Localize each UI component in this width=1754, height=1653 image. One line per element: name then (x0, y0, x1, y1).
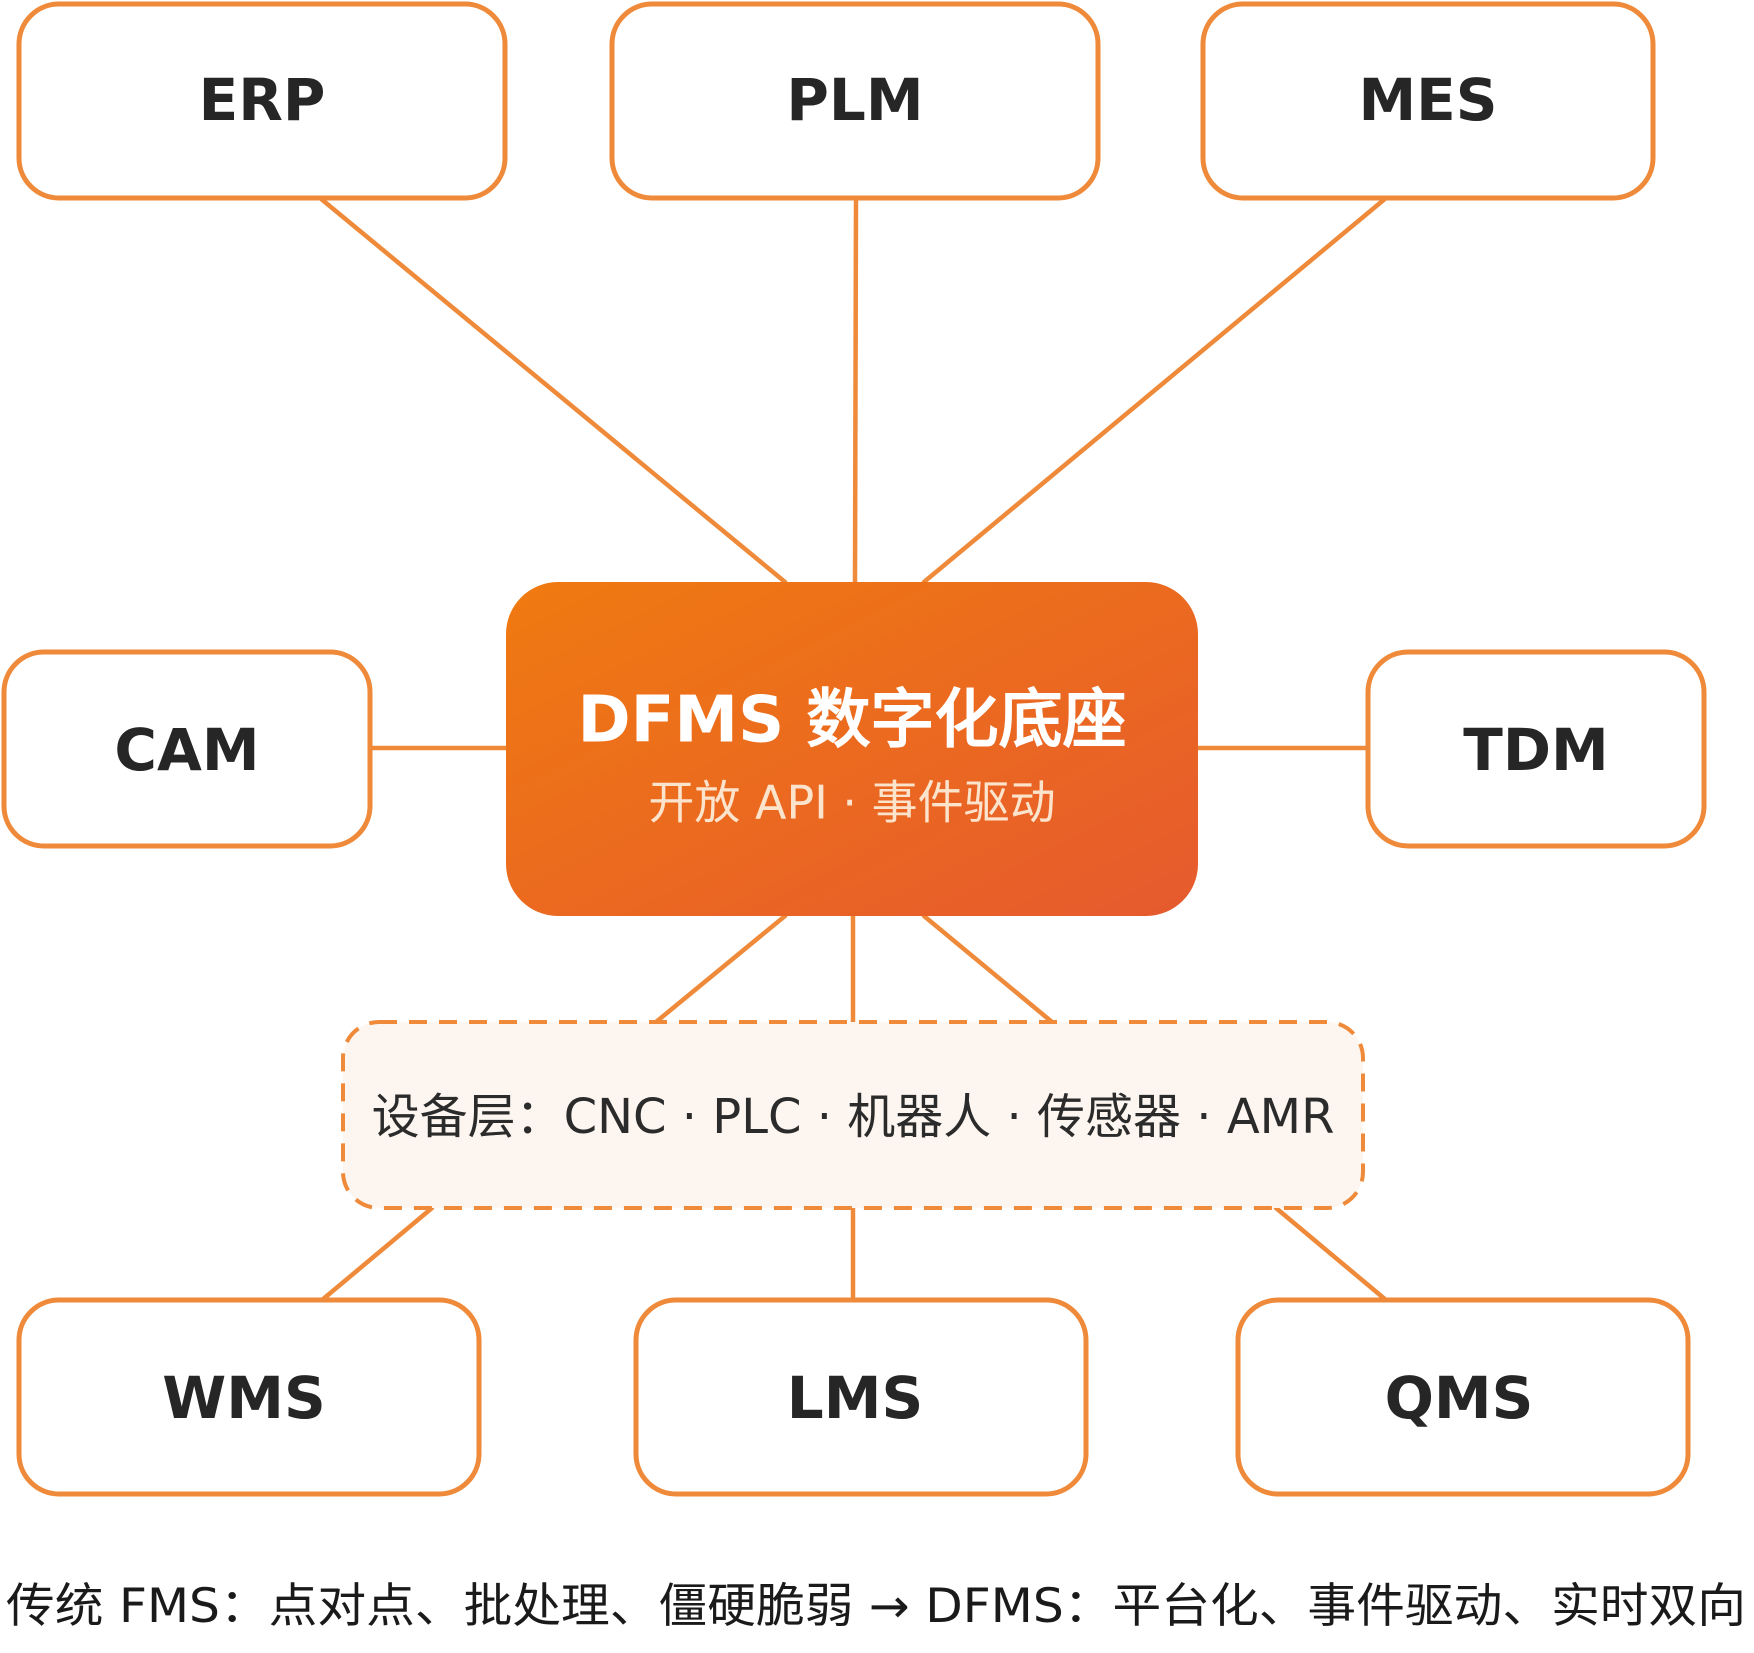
system-label-qms: QMS (1385, 1364, 1534, 1432)
hub-title: DFMS 数字化底座 (578, 684, 1127, 758)
device-layer: 设备层：CNC · PLC · 机器人 · 传感器 · AMR (341, 1020, 1365, 1210)
system-node-erp[interactable]: ERP (16, 1, 508, 201)
system-node-plm[interactable]: PLM (609, 1, 1101, 201)
system-label-lms: LMS (787, 1364, 923, 1432)
link-hub-device-left (653, 913, 788, 1025)
footer-caption: 传统 FMS：点对点、批处理、僵硬脆弱 → DFMS：平台化、事件驱动、实时双向 (6, 1579, 1746, 1634)
system-label-erp: ERP (199, 66, 326, 134)
system-node-tdm[interactable]: TDM (1365, 649, 1707, 849)
connectors (317, 195, 1389, 1303)
system-node-mes[interactable]: MES (1200, 1, 1656, 201)
system-node-cam[interactable]: CAM (1, 649, 373, 849)
system-label-tdm: TDM (1463, 716, 1608, 784)
link-device-wms (319, 1205, 435, 1303)
system-label-mes: MES (1358, 66, 1497, 134)
link-hub-device-right (921, 913, 1055, 1025)
link-device-qms (1273, 1205, 1389, 1303)
link-plm-hub (852, 195, 859, 585)
link-mes-hub (921, 195, 1389, 585)
hub-subtitle: 开放 API · 事件驱动 (648, 776, 1055, 830)
dfms-hub[interactable]: DFMS 数字化底座 开放 API · 事件驱动 (506, 582, 1198, 916)
system-node-qms[interactable]: QMS (1235, 1297, 1691, 1497)
link-erp-hub (317, 195, 788, 585)
system-node-lms[interactable]: LMS (633, 1297, 1089, 1497)
device-layer-label: 设备层：CNC · PLC · 机器人 · 传感器 · AMR (372, 1089, 1335, 1145)
system-label-plm: PLM (786, 66, 923, 134)
system-label-wms: WMS (162, 1364, 325, 1432)
system-label-cam: CAM (114, 716, 259, 784)
system-node-wms[interactable]: WMS (16, 1297, 482, 1497)
